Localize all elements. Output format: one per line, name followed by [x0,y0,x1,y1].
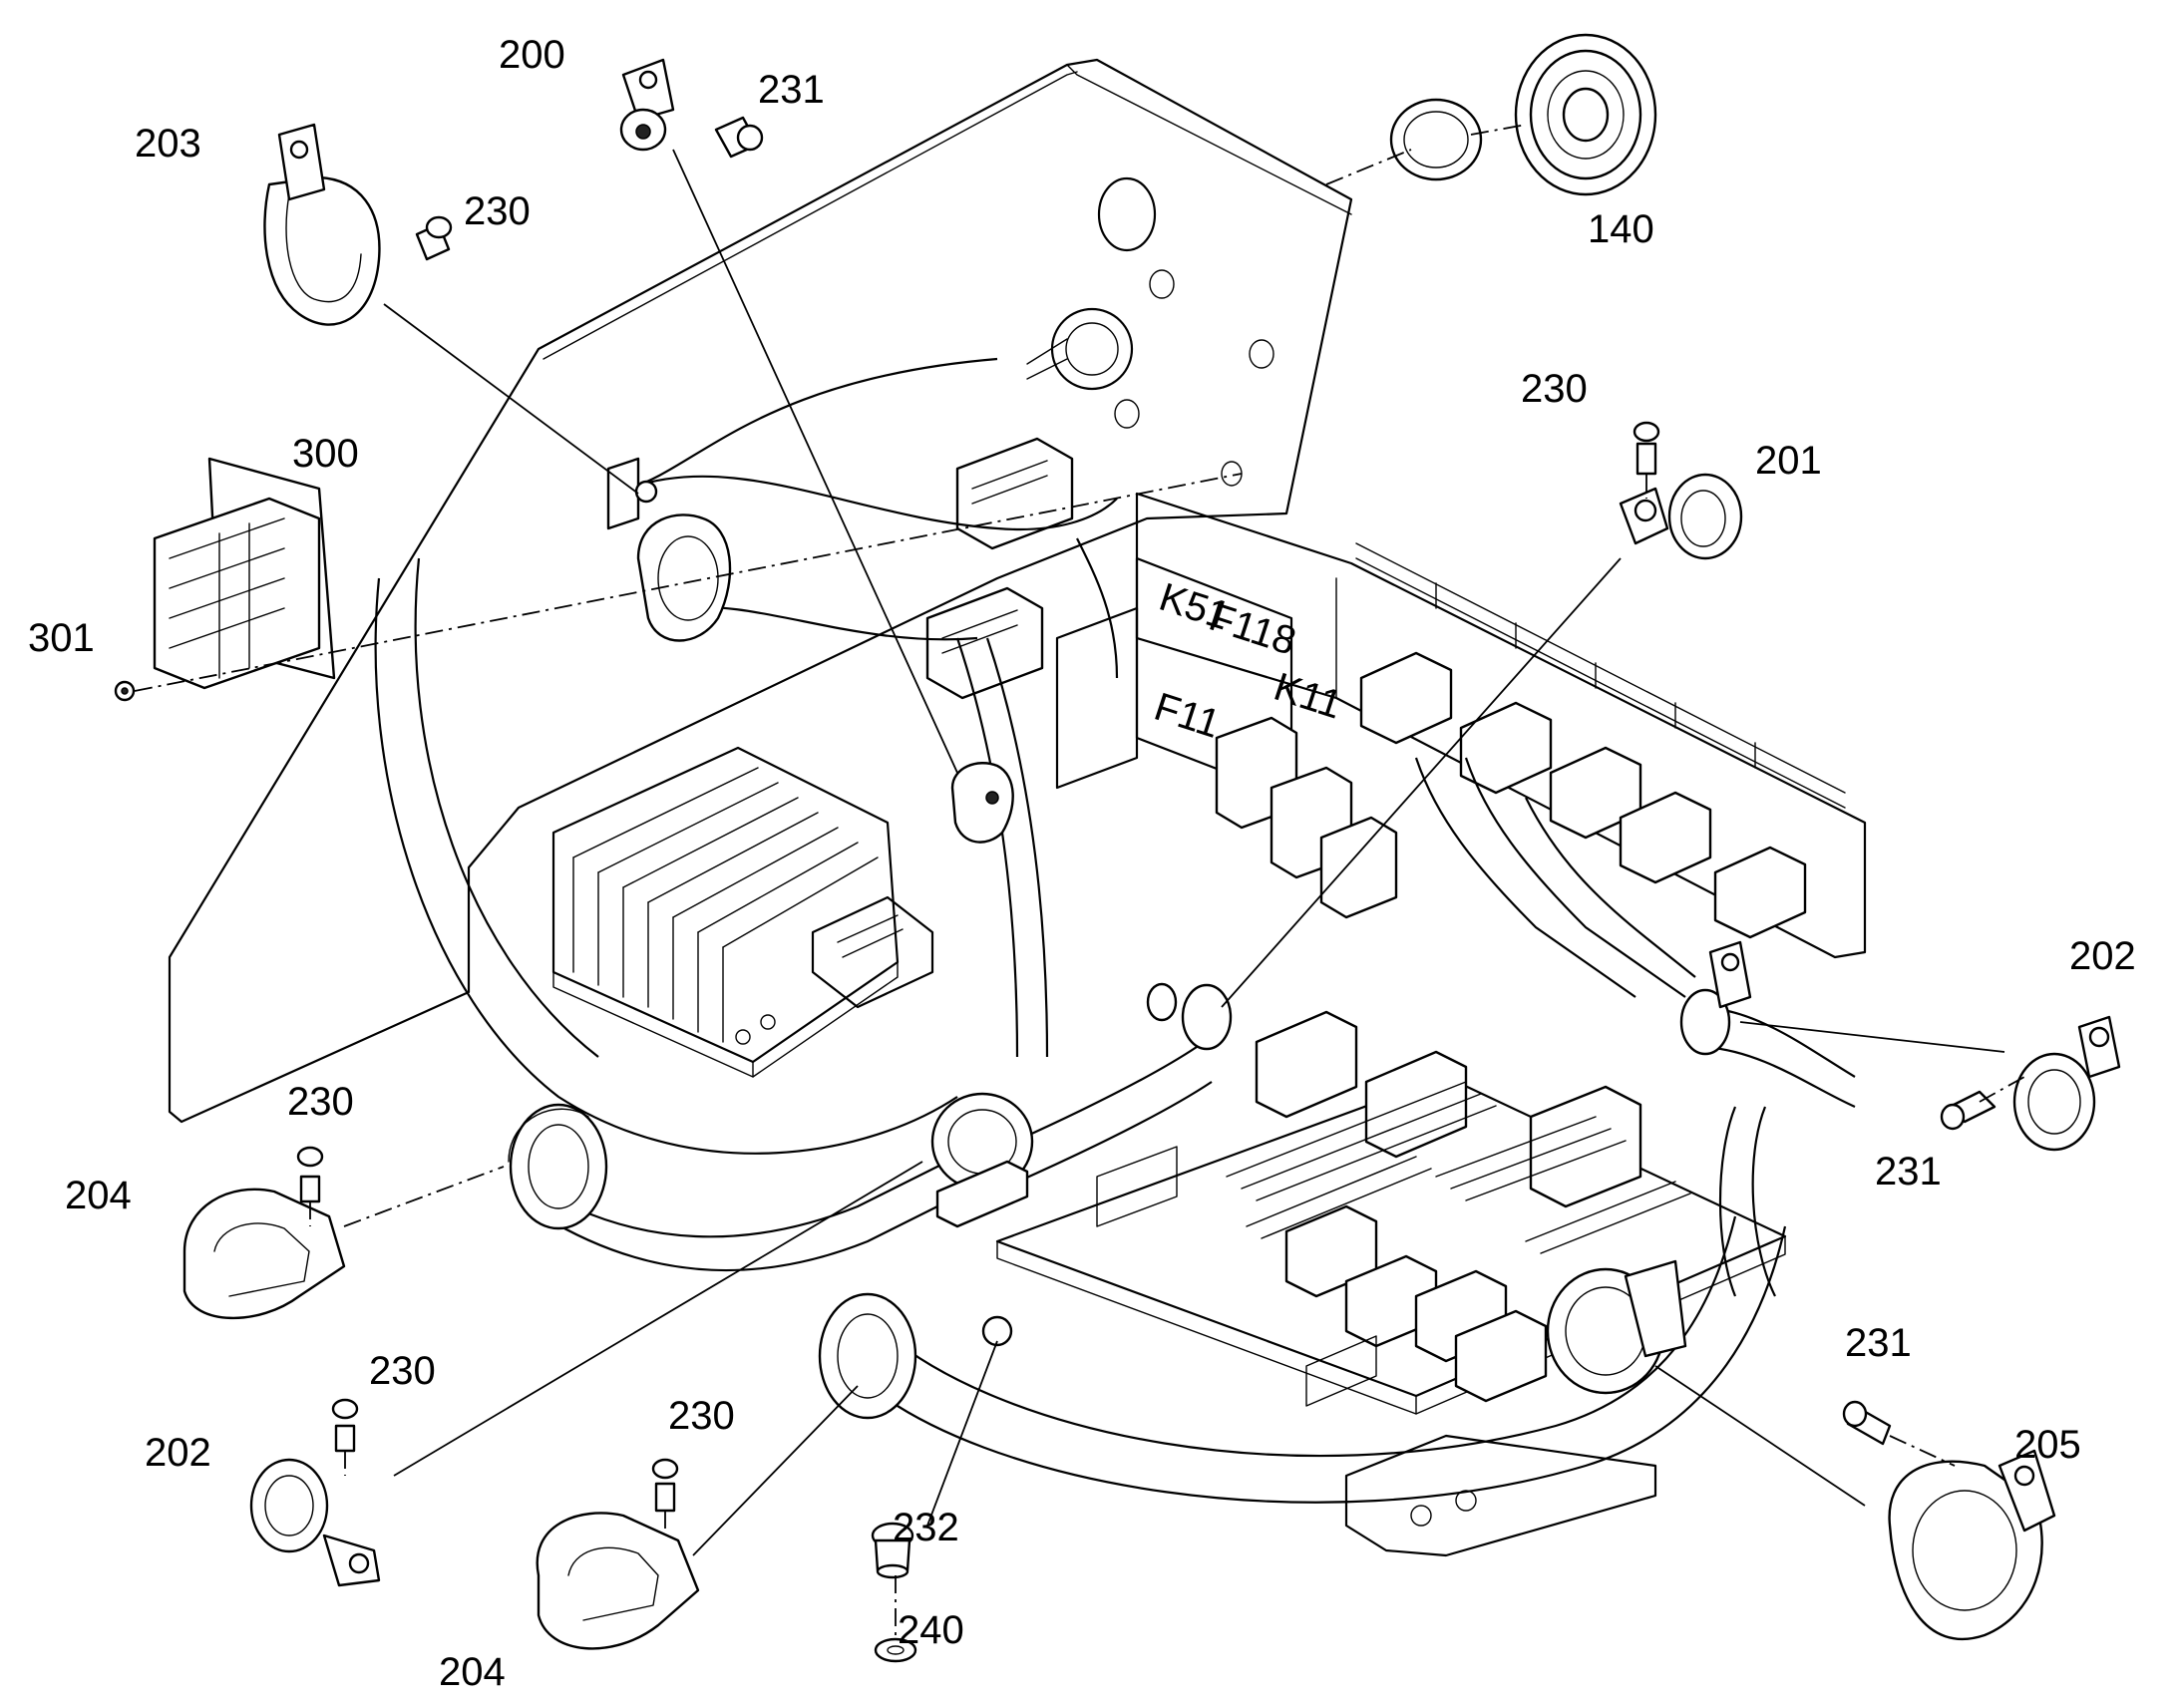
relay-fuse-board [995,1010,1787,1557]
callout-label: 204 [65,1174,132,1217]
callout-label: 230 [287,1080,354,1124]
part-203-clamp [263,123,381,326]
control-terminal-board: K51 F118 K11 F11 [925,437,1867,959]
callout-label: 230 [369,1349,436,1393]
callout-label: 202 [145,1431,211,1475]
svg-text:F11: F11 [1149,685,1225,747]
svg-text:F118: F118 [1204,595,1300,664]
heatsink-module [551,746,934,1078]
part-232-bolt [871,1522,914,1579]
callout-label: 140 [1588,207,1654,251]
leader-lines [134,124,2025,1640]
callout-label: 300 [292,432,359,476]
callout-label: 205 [2014,1423,2081,1467]
part-300-module [153,457,336,690]
callout-label-extra: 230 [668,1394,735,1438]
callout-label: 231 [758,68,825,112]
callout-label: 301 [28,616,95,660]
part-240-washer [874,1637,917,1663]
callout-label: 232 [893,1506,959,1549]
callout-label: 200 [499,33,565,77]
part-204-clamp-lower [536,1512,700,1650]
mounted-clamps [508,457,1752,1420]
callout-label: 201 [1755,439,1822,483]
callout-label: 203 [135,122,201,166]
callout-label: 230 [668,1394,735,1438]
callout-label: 231 [1845,1321,1912,1365]
part-200-clamp [619,58,675,152]
part-140-grommet [1389,33,1657,196]
part-201-clamp [1619,473,1743,560]
callout-label: 230 [1521,367,1588,411]
callout-label: 202 [2069,934,2136,978]
part-204-clamp-upper [182,1188,346,1320]
callout-label: 231 [1875,1150,1942,1194]
callout-label: 204 [439,1650,506,1694]
part-205-clamp [1888,1449,2056,1641]
part-230-screw [296,215,1660,1513]
callout-labels: 140 200 201 202 202 203 204 204 205 230 … [28,33,2136,1694]
callout-label: 240 [898,1608,964,1652]
callout-label: 230 [464,189,531,233]
back-panel [168,58,1353,1124]
part-202-clamp-right [2012,1015,2121,1152]
part-301-screw [114,680,136,702]
part-202-clamp-left [249,1458,381,1587]
svg-text:K11: K11 [1269,665,1346,728]
